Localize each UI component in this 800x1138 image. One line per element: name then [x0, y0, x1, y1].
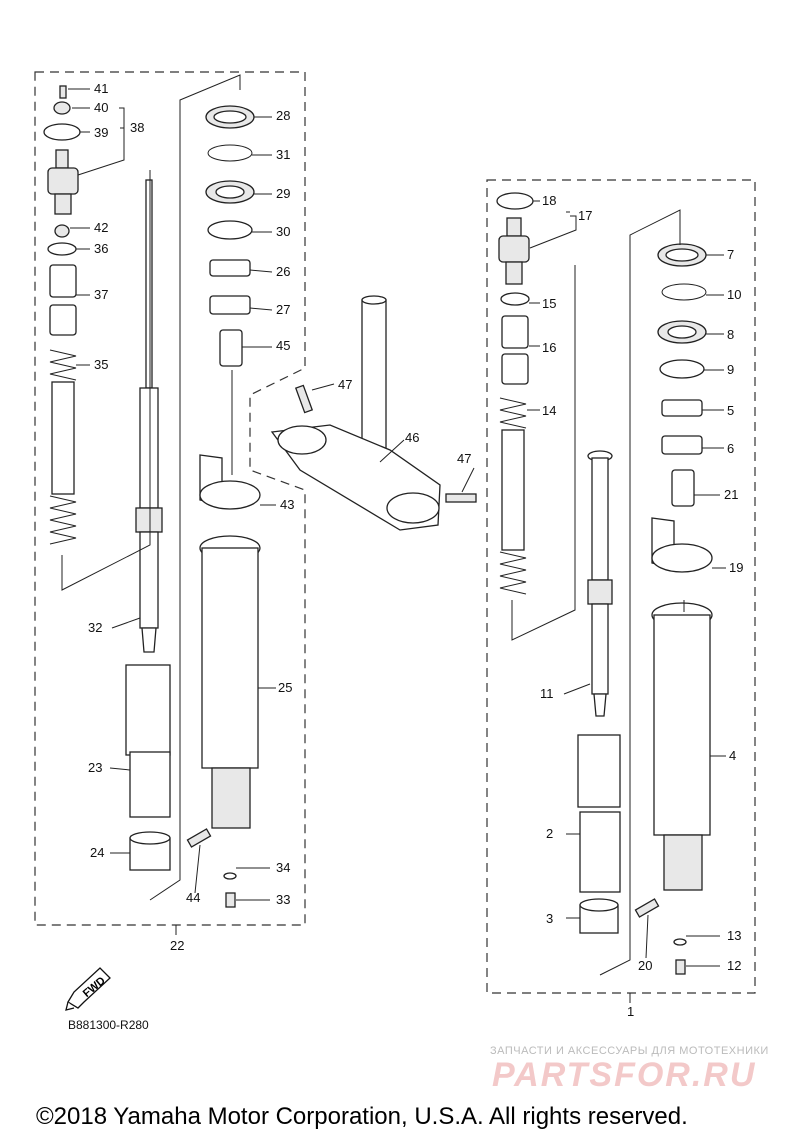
callout-16: 16 [542, 340, 556, 355]
callout-47: 47 [338, 377, 352, 392]
callout-6: 6 [727, 441, 734, 456]
callout-28: 28 [276, 108, 290, 123]
callout-31: 31 [276, 147, 290, 162]
callout-17: 17 [578, 208, 592, 223]
callout-34: 34 [276, 860, 290, 875]
callout-24: 24 [90, 845, 104, 860]
callout-4: 4 [729, 748, 736, 763]
callout-26: 26 [276, 264, 290, 279]
right-fork-parts [496, 192, 713, 975]
callout-30: 30 [276, 224, 290, 239]
callout-12: 12 [727, 958, 741, 973]
callout-13: 13 [727, 928, 741, 943]
callout-42: 42 [94, 220, 108, 235]
callout-1: 1 [627, 1004, 634, 1019]
copyright-notice: ©2018 Yamaha Motor Corporation, U.S.A. A… [36, 1103, 688, 1130]
watermark-logo: PARTSFOR.RU [492, 1056, 757, 1094]
callout-40: 40 [94, 100, 108, 115]
callout-labels: 1234567891011121314151617181920212223242… [88, 81, 743, 1019]
callout-43: 43 [280, 497, 294, 512]
callout-37: 37 [94, 287, 108, 302]
callout-46: 46 [405, 430, 419, 445]
callout-8: 8 [727, 327, 734, 342]
callout-21: 21 [724, 487, 738, 502]
callout-32: 32 [88, 620, 102, 635]
callout-47-b: 47 [457, 451, 471, 466]
callout-2: 2 [546, 826, 553, 841]
callout-14: 14 [542, 403, 556, 418]
callout-29: 29 [276, 186, 290, 201]
callout-19: 19 [729, 560, 743, 575]
callout-10: 10 [727, 287, 741, 302]
callout-15: 15 [542, 296, 556, 311]
callout-3: 3 [546, 911, 553, 926]
steering-crown [270, 295, 477, 531]
callout-11: 11 [540, 686, 554, 701]
callout-38: 38 [130, 120, 144, 135]
callout-18: 18 [542, 193, 556, 208]
watermark-caption: ЗАПЧАСТИ И АКСЕССУАРЫ ДЛЯ МОТОТЕХНИКИ [490, 1045, 769, 1057]
diagram-code: B881300-R280 [68, 1018, 149, 1032]
callout-22: 22 [170, 938, 184, 953]
callout-23: 23 [88, 760, 102, 775]
leader-lines [61, 74, 726, 1003]
callout-35: 35 [94, 357, 108, 372]
callout-36: 36 [94, 241, 108, 256]
callout-39: 39 [94, 125, 108, 140]
callout-20: 20 [638, 958, 652, 973]
left-fork-parts [43, 85, 261, 908]
callout-45: 45 [276, 338, 290, 353]
callout-9: 9 [727, 362, 734, 377]
callout-25: 25 [278, 680, 292, 695]
callout-33: 33 [276, 892, 290, 907]
assembly-boundary-left [34, 71, 306, 926]
assembly-boundary-right [486, 179, 756, 994]
callout-7: 7 [727, 247, 734, 262]
callout-5: 5 [727, 403, 734, 418]
fwd-arrow-icon: FWD [65, 967, 111, 1011]
callout-41: 41 [94, 81, 108, 96]
callout-44: 44 [186, 890, 200, 905]
callout-27: 27 [276, 302, 290, 317]
